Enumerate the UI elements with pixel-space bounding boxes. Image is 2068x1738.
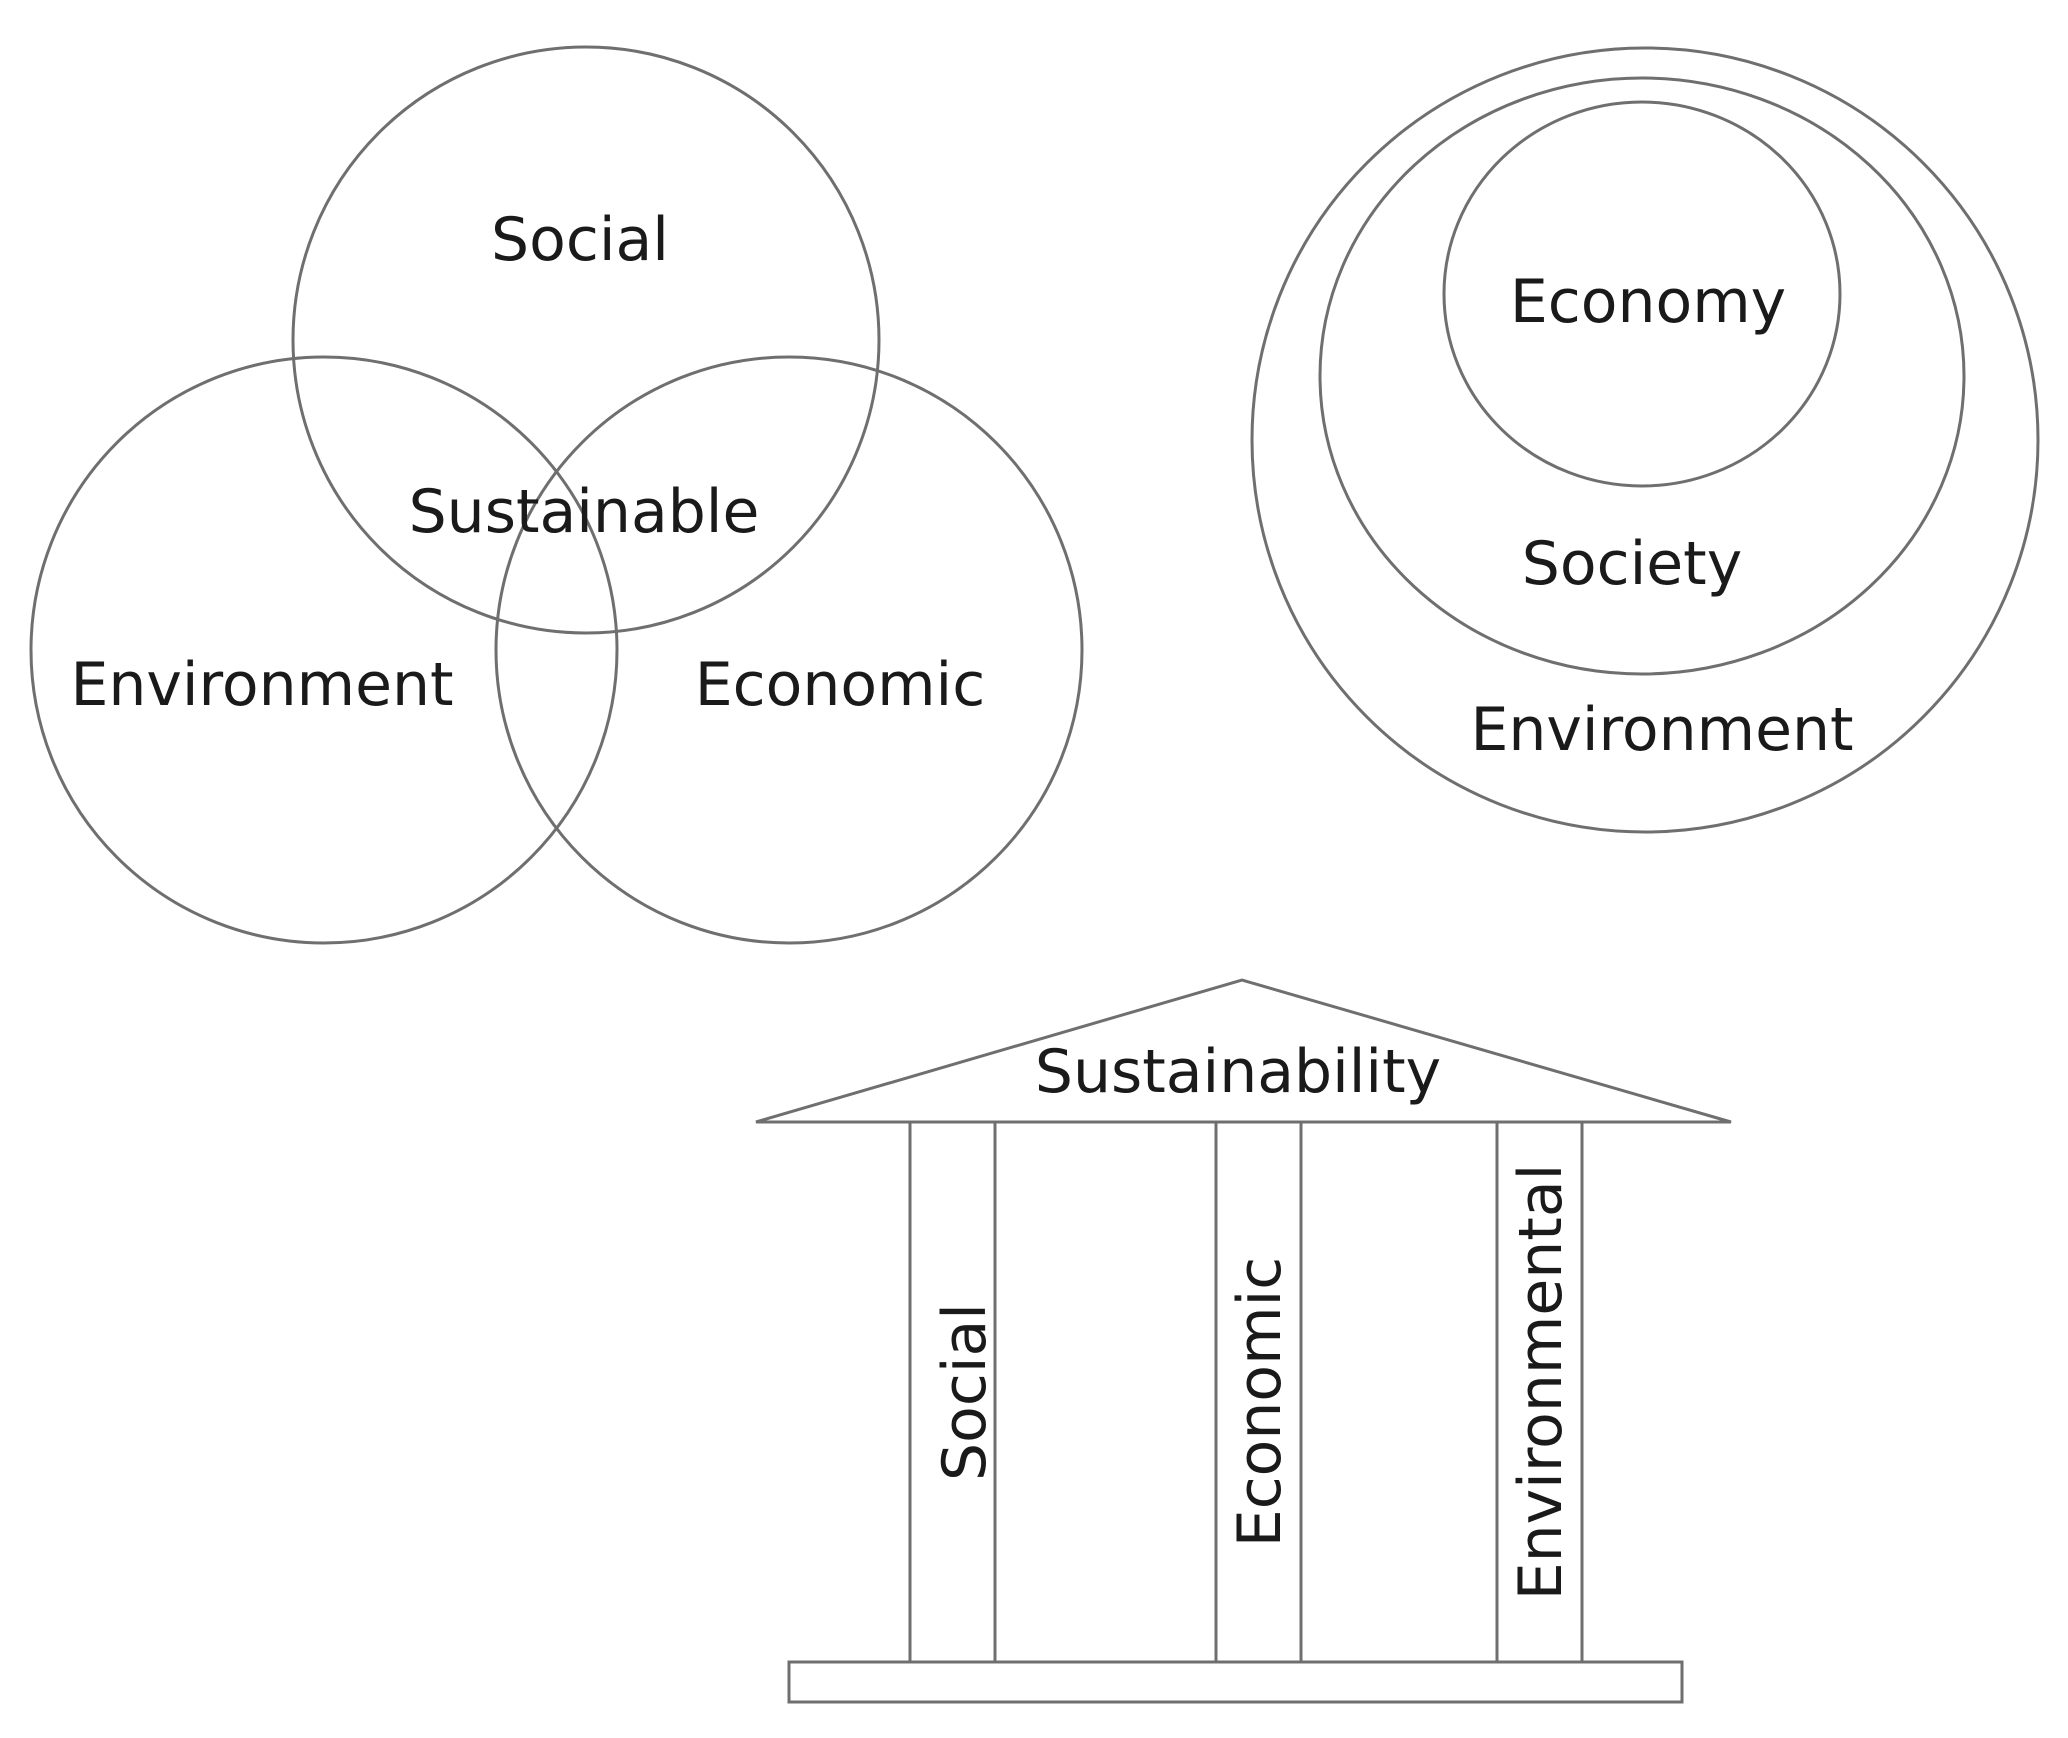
- venn-label-sustainable: Sustainable: [409, 477, 760, 547]
- venn-circle-social: [291, 45, 881, 635]
- nested-label-environment: Environment: [1470, 695, 1853, 765]
- pillars-label-sustainability: Sustainability: [1035, 1037, 1441, 1107]
- venn-label-economic: Economic: [695, 650, 985, 720]
- pillars-diagram: Sustainability Social Economic Environme…: [755, 978, 1732, 1704]
- nested-circle-society: [1318, 76, 1966, 676]
- pillars-base: [787, 1660, 1684, 1704]
- nested-circle-environment: [1250, 46, 2040, 834]
- venn-circle-environment: [29, 355, 619, 945]
- pillar-label-social: Social: [930, 1303, 1000, 1481]
- nested-label-society: Society: [1522, 529, 1742, 599]
- venn-label-social: Social: [491, 205, 669, 275]
- pillar-label-environmental: Environmental: [1506, 1164, 1576, 1601]
- nested-label-economy: Economy: [1510, 267, 1786, 337]
- nested-circles-diagram: Economy Society Environment: [1250, 46, 2040, 834]
- pillar-label-economic: Economic: [1225, 1257, 1295, 1547]
- venn-label-environment: Environment: [70, 650, 453, 720]
- nested-circle-economy: [1442, 100, 1842, 488]
- venn-circle-economic: [494, 355, 1084, 945]
- venn-diagram: Social Sustainable Environment Economic: [29, 45, 1084, 945]
